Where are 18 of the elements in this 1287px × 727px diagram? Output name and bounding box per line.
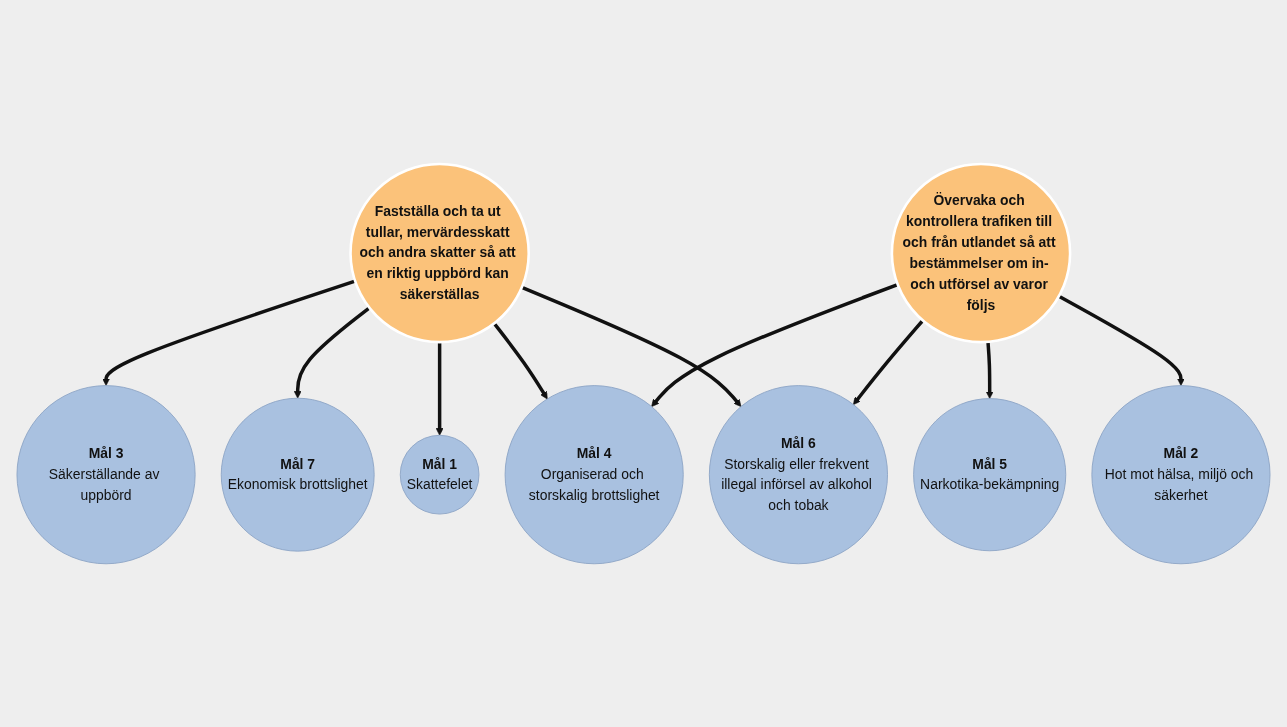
arrow: [521, 285, 742, 407]
arrow: [293, 306, 371, 399]
arrow: [853, 319, 925, 405]
node-circle: Fastställa och ta ut tullar, mervärdesskatt och andra skatter så att en riktig uppbörd kan säkerställas: [349, 162, 531, 344]
node-circle: Mål 7 Ekonomisk brottslighet: [220, 397, 375, 552]
node-circle: Mål 5 Narkotika-bekämpning: [913, 397, 1067, 551]
node-circle: Mål 3 Säkerställande av uppbörd: [16, 384, 196, 564]
node-circle: Mål 2 Hot mot hälsa, miljö och säkerhet: [1091, 384, 1271, 564]
arrow: [985, 341, 994, 399]
node-circle: Mål 4 Organiserad och storskalig brottslighet: [504, 384, 684, 564]
node-circle: Övervaka och kontrollera trafiken till och från utlandet så att bestämmelser om in- och utförsel av varor följs: [890, 162, 1072, 344]
arrow: [1058, 294, 1185, 386]
arrow: [492, 322, 548, 399]
arrow: [651, 282, 899, 407]
arrow: [435, 341, 444, 436]
node-circle: Mål 6 Storskalig eller frekvent illegal införsel av alkohol och tobak: [708, 384, 888, 564]
node-circle: Mål 1 Skattefelet: [399, 434, 480, 515]
arrow: [102, 279, 356, 386]
